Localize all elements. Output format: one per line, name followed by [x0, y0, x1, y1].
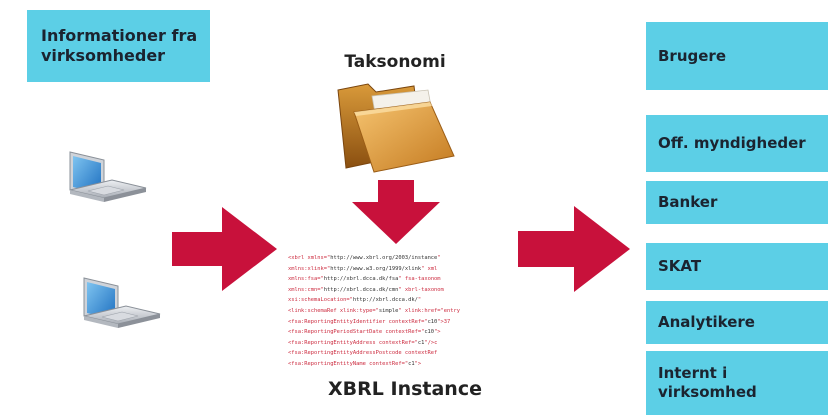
receiver-label: Internt i virksomhed: [658, 364, 757, 401]
arrow-right-icon: [172, 207, 277, 291]
xbrl-code-line: xmlns:fsa="http://xbrl.dcca.dk/fsa" fsa-…: [288, 276, 441, 283]
receiver-box-analytikere: Analytikere: [646, 301, 828, 344]
xbrl-code-block: <xbrl xmlns="http://www.xbrl.org/2003/in…: [288, 253, 510, 371]
taxonomy-title: Taksonomi: [344, 52, 446, 72]
receiver-box-brugere: Brugere: [646, 22, 828, 90]
xbrl-code-line: <link:schemaRef xlink:type="simple" xlin…: [288, 307, 461, 314]
receiver-box-internt: Internt i virksomhed: [646, 351, 828, 415]
laptop-icon: [83, 277, 161, 328]
receiver-box-off-myndigheder: Off. myndigheder: [646, 115, 828, 172]
xbrl-code-line: <fsa:ReportingPeriodStartDate contextRef…: [288, 329, 441, 336]
arrow-right-icon: [518, 206, 630, 292]
arrow-down-icon: [352, 180, 440, 244]
xbrl-code-line: xsi:schemaLocation="http://xbrl.dcca.dk/…: [288, 297, 422, 304]
xbrl-code-line: <fsa:ReportingEntityIdentifier contextRe…: [288, 318, 451, 325]
xbrl-code-line: <fsa:ReportingEntityAddress contextRef="…: [288, 339, 438, 346]
folder-icon: [337, 83, 455, 173]
xbrl-code-line: xmlns:cmn="http://xbrl.dcca.dk/cmn" xbrl…: [288, 286, 444, 293]
receiver-label: Banker: [658, 193, 718, 211]
receiver-label: Brugere: [658, 46, 726, 65]
receiver-label: Analytikere: [658, 313, 755, 331]
receiver-box-banker: Banker: [646, 181, 828, 224]
receiver-label: Off. myndigheder: [658, 134, 806, 152]
source-label: Informationer fra virksomheder: [41, 26, 198, 65]
source-box: Informationer fra virksomheder: [27, 10, 210, 82]
laptop-icon: [69, 151, 147, 202]
receiver-label: SKAT: [658, 257, 702, 275]
xbrl-code-line: <fsa:ReportingEntityAddressPostcode cont…: [288, 350, 438, 357]
instance-title: XBRL Instance: [328, 378, 482, 400]
xbrl-code-line: <fsa:ReportingEntityName contextRef="c1"…: [288, 360, 422, 367]
xbrl-code-line: xmlns:xlink="http://www.w3.org/1999/xlin…: [288, 265, 438, 272]
receiver-box-skat: SKAT: [646, 243, 828, 290]
xbrl-code-line: <xbrl xmlns="http://www.xbrl.org/2003/in…: [288, 255, 441, 261]
